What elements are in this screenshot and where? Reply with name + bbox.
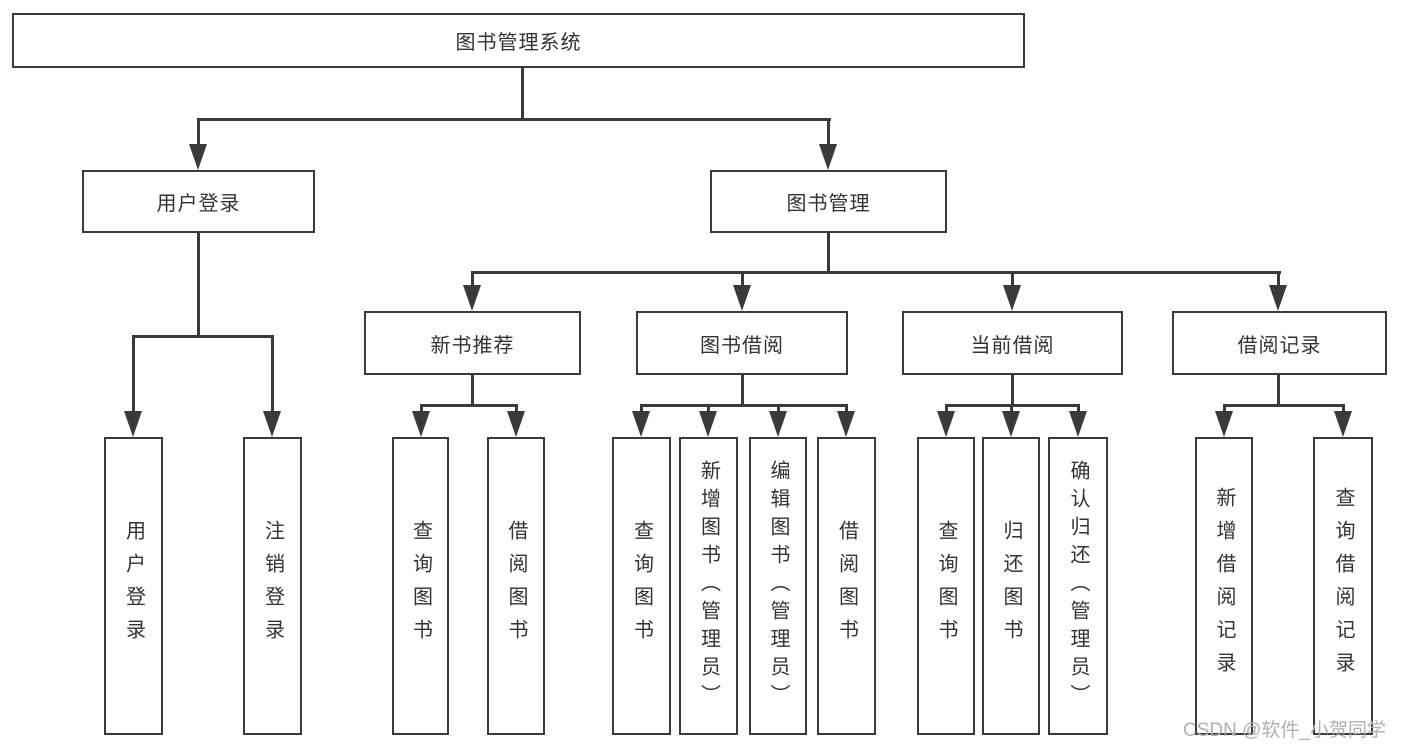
arrow-down-icon xyxy=(507,411,525,437)
node-current-borrow-label: 当前借阅 xyxy=(970,334,1055,357)
connector-drop-leaf xyxy=(845,404,848,414)
leaf-borrow-books-1-label: 借阅图书 xyxy=(505,520,527,652)
arrow-down-icon xyxy=(1003,285,1021,311)
connector-level2-branch xyxy=(197,118,831,121)
leaf-user-login: 用户登录 xyxy=(104,437,163,735)
leaf-query-books-3: 查询图书 xyxy=(917,437,975,735)
connector-drop-leaf xyxy=(132,335,135,413)
node-current-borrow: 当前借阅 xyxy=(902,311,1123,375)
leaf-add-borrow-record-label: 新增借阅记录 xyxy=(1213,487,1235,685)
node-new-book-rec: 新书推荐 xyxy=(364,311,581,375)
leaf-borrow-books-1: 借阅图书 xyxy=(487,437,545,735)
connector-drop-leaf xyxy=(1342,404,1345,414)
node-book-borrow: 图书借阅 xyxy=(636,311,848,375)
leaf-query-borrow-record: 查询借阅记录 xyxy=(1313,437,1373,735)
connector-new-book-rec-trunk xyxy=(471,375,474,407)
node-book-mgmt-label: 图书管理 xyxy=(786,193,871,215)
arrow-down-icon xyxy=(263,411,281,437)
node-book-borrow-label: 图书借阅 xyxy=(700,334,784,357)
leaf-query-books-1-label: 查询图书 xyxy=(409,520,432,652)
arrow-down-icon xyxy=(1334,411,1352,437)
leaf-borrow-books-2-label: 借阅图书 xyxy=(835,520,858,652)
leaf-add-book-admin-label: 新增图书（管理员） xyxy=(697,460,720,712)
connector-drop-current-borrow xyxy=(1011,271,1014,287)
leaf-query-books-1: 查询图书 xyxy=(392,437,449,735)
arrow-down-icon xyxy=(819,144,837,170)
connector-book-borrow-trunk xyxy=(741,375,744,407)
connector-drop-book-mgmt xyxy=(827,118,830,144)
node-borrow-record-label: 借阅记录 xyxy=(1237,334,1322,357)
connector-drop-new-book-rec xyxy=(471,271,474,287)
connector-drop-leaf xyxy=(707,404,710,414)
arrow-down-icon xyxy=(632,411,650,437)
connector-borrow-record-trunk xyxy=(1277,375,1280,407)
connector-borrow-record-branch xyxy=(1223,404,1344,407)
arrow-down-icon xyxy=(769,411,787,437)
node-user-login-label: 用户登录 xyxy=(156,193,241,215)
leaf-return-book-label: 归还图书 xyxy=(1000,520,1022,652)
node-new-book-rec-label: 新书推荐 xyxy=(430,334,515,357)
arrow-down-icon xyxy=(1002,411,1020,437)
leaf-add-book-admin: 新增图书（管理员） xyxy=(679,437,738,735)
connector-drop-leaf xyxy=(1077,404,1080,414)
arrow-down-icon xyxy=(1215,411,1233,437)
connector-book-borrow-branch xyxy=(640,404,847,407)
arrow-down-icon xyxy=(189,144,207,170)
connector-drop-book-borrow xyxy=(741,271,744,287)
arrow-down-icon xyxy=(699,411,717,437)
node-root-label: 图书管理系统 xyxy=(455,32,582,54)
connector-drop-leaf xyxy=(945,404,948,414)
connector-book-mgmt-trunk xyxy=(827,233,830,274)
leaf-query-borrow-record-label: 查询借阅记录 xyxy=(1332,487,1354,685)
node-user-login: 用户登录 xyxy=(82,170,315,233)
connector-root-trunk xyxy=(521,68,524,118)
arrow-down-icon xyxy=(937,411,955,437)
connector-user-login-branch xyxy=(132,335,274,338)
arrow-down-icon xyxy=(1269,285,1287,311)
leaf-add-borrow-record: 新增借阅记录 xyxy=(1195,437,1253,735)
node-book-mgmt: 图书管理 xyxy=(710,170,947,233)
connector-user-login-trunk xyxy=(197,233,200,335)
connector-new-book-rec-branch xyxy=(420,404,517,407)
connector-drop-leaf xyxy=(515,404,518,414)
connector-drop-user-login xyxy=(197,118,200,144)
arrow-down-icon xyxy=(463,285,481,311)
arrow-down-icon xyxy=(412,411,430,437)
arrow-down-icon xyxy=(837,411,855,437)
connector-drop-leaf xyxy=(1223,404,1226,414)
connector-drop-leaf xyxy=(777,404,780,414)
arrow-down-icon xyxy=(733,285,751,311)
connector-drop-leaf xyxy=(420,404,423,414)
leaf-logout: 注销登录 xyxy=(243,437,302,735)
arrow-down-icon xyxy=(1069,411,1087,437)
connector-drop-leaf xyxy=(271,335,274,413)
leaf-logout-label: 注销登录 xyxy=(261,520,284,652)
node-root: 图书管理系统 xyxy=(12,13,1025,68)
leaf-user-login-label: 用户登录 xyxy=(122,520,145,652)
leaf-borrow-books-2: 借阅图书 xyxy=(817,437,876,735)
leaf-return-book: 归还图书 xyxy=(982,437,1040,735)
connector-level3-branch xyxy=(471,271,1281,274)
connector-drop-leaf xyxy=(640,404,643,414)
leaf-confirm-return-admin: 确认归还（管理员） xyxy=(1048,437,1108,735)
connector-drop-leaf xyxy=(1010,404,1013,414)
leaf-edit-book-admin: 编辑图书（管理员） xyxy=(749,437,807,735)
leaf-query-books-2-label: 查询图书 xyxy=(630,520,653,652)
leaf-query-books-3-label: 查询图书 xyxy=(935,520,957,652)
connector-current-borrow-trunk xyxy=(1011,375,1014,407)
connector-drop-borrow-record xyxy=(1277,271,1280,287)
node-borrow-record: 借阅记录 xyxy=(1172,311,1387,375)
leaf-edit-book-admin-label: 编辑图书（管理员） xyxy=(767,460,789,712)
arrow-down-icon xyxy=(124,411,142,437)
csdn-watermark: CSDN @软件_小贺同学 xyxy=(1183,720,1386,741)
leaf-confirm-return-admin-label: 确认归还（管理员） xyxy=(1067,460,1089,712)
leaf-query-books-2: 查询图书 xyxy=(612,437,671,735)
